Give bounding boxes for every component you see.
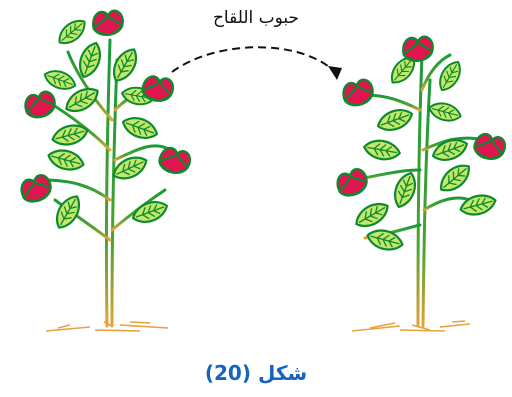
arrow-label: حبوب اللقاح <box>0 8 512 28</box>
figure-caption: شكل (20) <box>0 361 512 385</box>
right-plant <box>335 37 508 331</box>
right-stems <box>355 55 485 326</box>
left-plant <box>19 11 193 331</box>
right-soil <box>352 321 470 331</box>
dashed-arrow-icon <box>172 47 342 80</box>
